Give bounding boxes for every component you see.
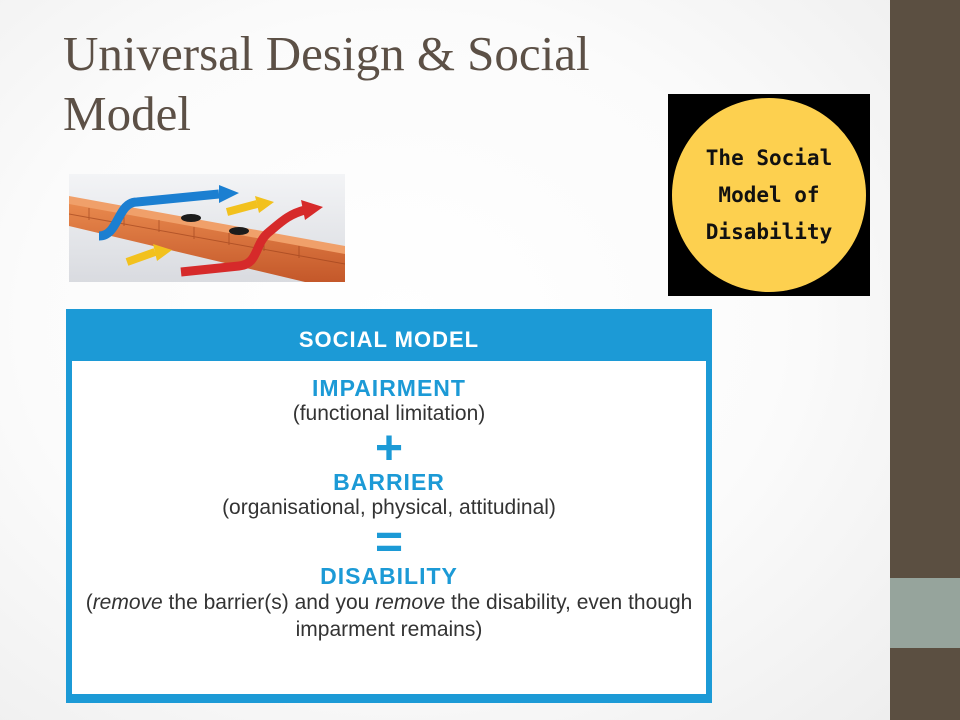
social-model-badge: The Social Model of Disability xyxy=(668,94,870,296)
note-remove-2: remove xyxy=(375,591,446,614)
panel-body: IMPAIRMENT (functional limitation) + BAR… xyxy=(72,361,706,694)
disability-note: (remove the barrier(s) and you remove th… xyxy=(72,589,706,643)
barrier-description: (organisational, physical, attitudinal) xyxy=(222,496,556,519)
disability-term: DISABILITY xyxy=(320,563,458,589)
impairment-term: IMPAIRMENT xyxy=(312,375,466,401)
impairment-description: (functional limitation) xyxy=(292,402,486,425)
social-model-panel: SOCIAL MODEL IMPAIRMENT (functional limi… xyxy=(66,309,712,703)
badge-circle: The Social Model of Disability xyxy=(672,98,866,292)
plus-sign: + xyxy=(374,422,404,475)
panel-header: SOCIAL MODEL xyxy=(298,326,480,352)
decorative-sidebar-accent xyxy=(890,578,960,648)
note-end: the disability, even though imparment re… xyxy=(295,591,693,641)
note-mid: the barrier(s) and you xyxy=(162,591,376,614)
equals-sign: = xyxy=(374,516,404,569)
note-remove-1: remove xyxy=(92,591,163,614)
note-open: ( xyxy=(85,591,93,614)
barrier-term: BARRIER xyxy=(333,469,445,495)
slide-title: Universal Design & Social Model xyxy=(63,26,590,141)
arrows-over-wall-image xyxy=(69,174,345,282)
badge-text: The Social Model of Disability xyxy=(705,145,833,244)
